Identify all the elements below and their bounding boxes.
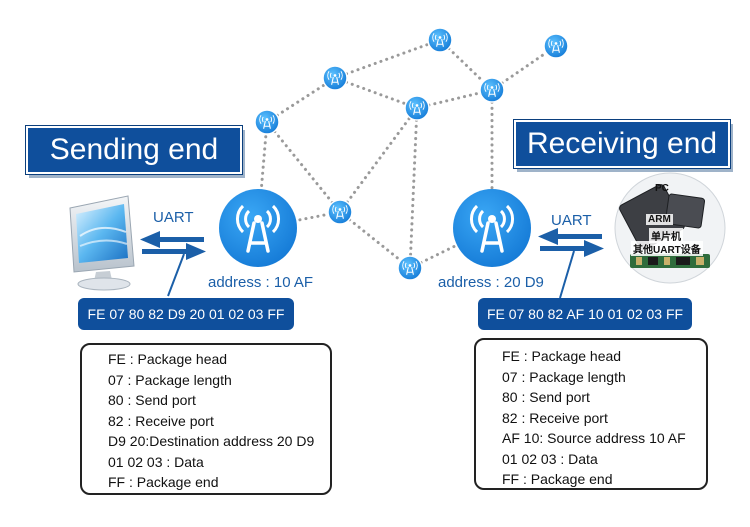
legend-item: D9 20:Destination address 20 D9 <box>108 433 315 449</box>
arrow-left-icon <box>140 231 204 248</box>
sending-packet: FE 07 80 82 D9 20 01 02 03 FF <box>78 298 294 330</box>
mesh-links <box>256 38 558 270</box>
arrow-left-icon <box>538 228 602 245</box>
receiving-node <box>453 189 531 267</box>
legend-item: 80 : Send port <box>502 389 590 405</box>
legend-item: FF : Package end <box>502 471 613 487</box>
mesh-node <box>327 199 353 225</box>
legend-item: 01 02 03 : Data <box>502 450 598 467</box>
sending-address: address : 10 AF <box>208 274 314 291</box>
receiving-legend: FE : Package head 07 : Package length 80… <box>474 338 708 490</box>
mesh-node <box>397 255 423 281</box>
sending-uart-arrows <box>140 231 206 297</box>
legend-item: 07 : Package length <box>502 368 626 385</box>
legend-item: FE : Package head <box>502 348 622 364</box>
mesh-node <box>543 33 569 59</box>
device-label-pc: PC <box>655 183 669 194</box>
monitor-icon <box>69 195 135 291</box>
legend-item: FF : Package end <box>108 474 219 490</box>
mesh-node <box>322 65 348 91</box>
receiving-packet: FE 07 80 82 AF 10 01 02 03 FF <box>478 298 692 330</box>
legend-item: 80 : Send port <box>108 392 196 408</box>
sending-legend: FE : Package head 07 : Package length 80… <box>80 343 332 495</box>
mesh-node <box>479 77 505 103</box>
mesh-nodes <box>254 27 569 281</box>
sending-node <box>219 189 297 267</box>
receiving-end-title: Receiving end <box>513 119 731 169</box>
legend-item: 01 02 03 : Data <box>108 453 204 470</box>
receiving-uart-arrows <box>538 228 604 299</box>
mesh-node <box>427 27 453 53</box>
device-label-mcu: 单片机 <box>649 228 683 243</box>
legend-item: 82 : Receive port <box>108 412 214 429</box>
arrow-right-icon <box>142 243 206 260</box>
receiving-address: address : 20 D9 <box>438 274 544 291</box>
legend-item: 82 : Receive port <box>502 409 608 426</box>
sending-uart-label: UART <box>153 209 194 226</box>
legend-item: AF 10: Source address 10 AF <box>502 430 686 446</box>
device-label-arm: ARM <box>646 214 673 225</box>
mesh-node <box>404 95 430 121</box>
mesh-node <box>254 109 280 135</box>
sending-end-title: Sending end <box>25 125 243 175</box>
legend-item: 07 : Package length <box>108 371 232 388</box>
receiving-uart-label: UART <box>551 212 592 229</box>
arrow-right-icon <box>540 240 604 257</box>
device-label-other-uart: 其他UART设备 <box>631 241 703 256</box>
legend-item: FE : Package head <box>108 351 228 367</box>
